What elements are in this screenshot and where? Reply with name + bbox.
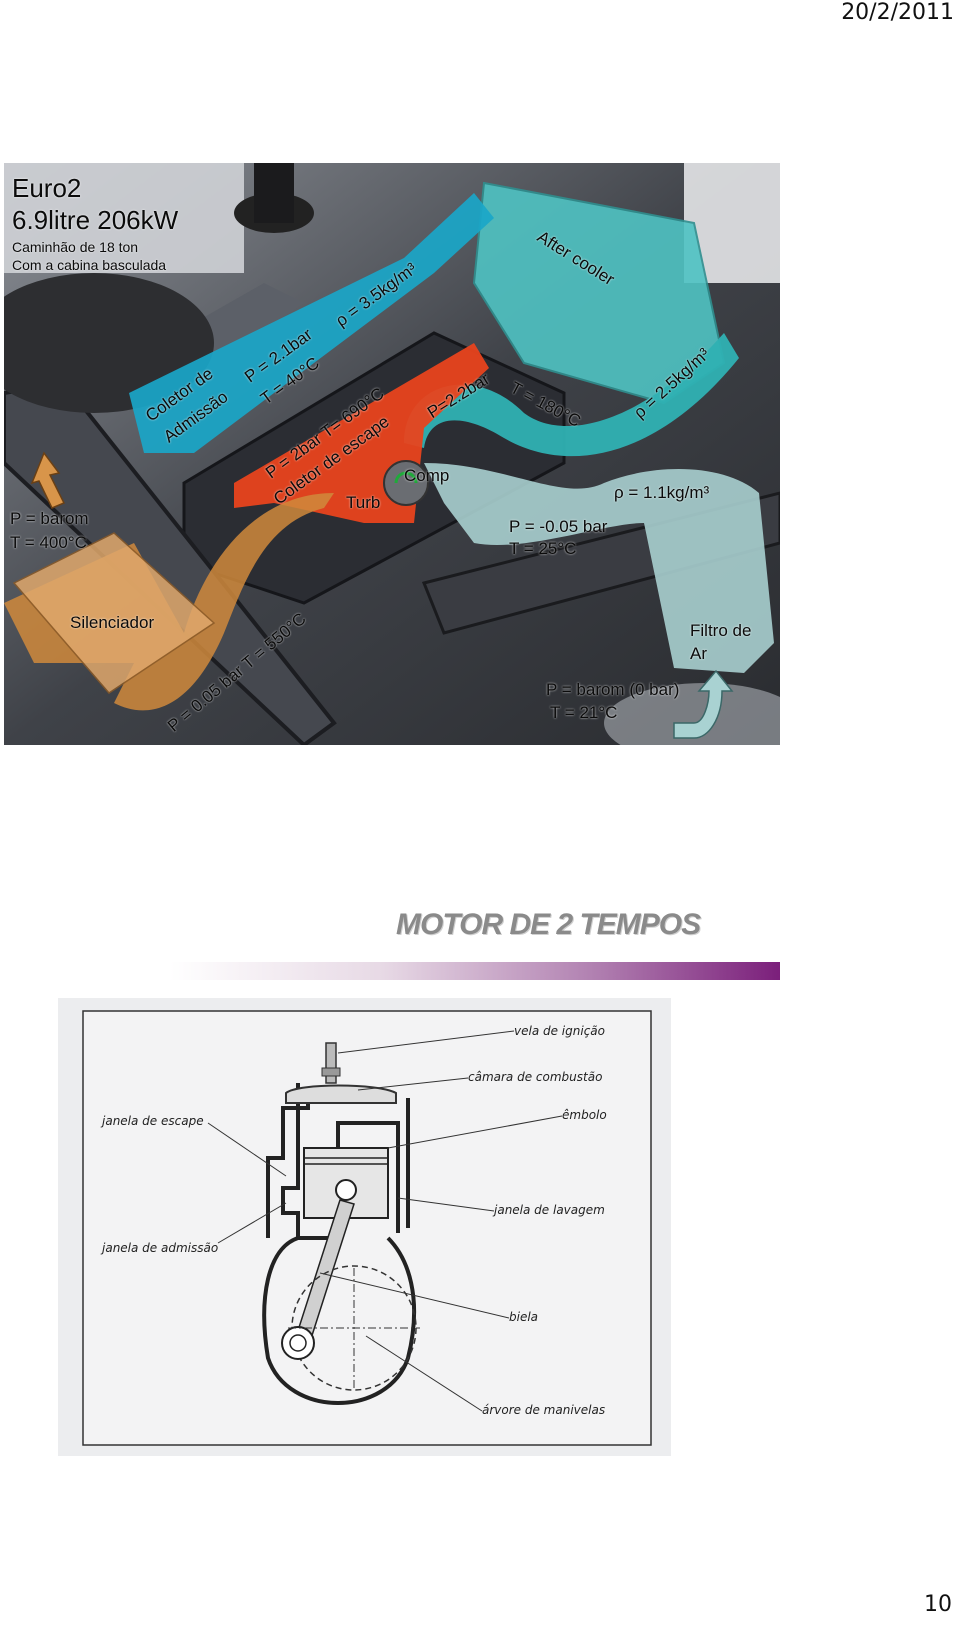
- title-underline-bar: [170, 962, 780, 980]
- air-temperature: T = 25°C: [509, 539, 577, 558]
- outlet-temperature: T = 400°C: [10, 533, 87, 552]
- label-piston: êmbolo: [562, 1108, 607, 1122]
- slide-date: 20/2/2011: [841, 0, 954, 25]
- turbine-label: Turb: [346, 493, 381, 512]
- inlet-temperature: T = 21°C: [550, 703, 618, 722]
- air-density: ρ = 1.1kg/m³: [614, 483, 710, 502]
- label-exhaust-port: janela de escape: [102, 1114, 204, 1128]
- label-intake-port: janela de admissão: [102, 1241, 219, 1255]
- label-connecting-rod: biela: [509, 1310, 539, 1324]
- two-stroke-diagram: vela de ignição câmara de combustão êmbo…: [58, 998, 671, 1456]
- label-scavenge-port: janela de lavagem: [494, 1203, 605, 1217]
- air-filter-label-line2: Ar: [690, 644, 707, 663]
- compressor-label: Comp: [404, 466, 450, 485]
- engine-photo-slide: Euro2 6.9litre 206kW Caminhão de 18 ton …: [4, 163, 780, 745]
- air-filter-label-line1: Filtro de: [690, 621, 752, 640]
- engine-subtitle-line2: Com a cabina basculada: [12, 257, 167, 273]
- engine-title-line2: 6.9litre 206kW: [12, 205, 179, 235]
- label-combustion-chamber: câmara de combustão: [468, 1070, 603, 1084]
- engine-title-line1: Euro2: [12, 173, 82, 203]
- two-stroke-drawing: [82, 1010, 652, 1446]
- page-number: 10: [924, 1592, 952, 1617]
- label-spark-plug: vela de ignição: [514, 1024, 605, 1038]
- air-pressure: P = -0.05 bar: [509, 517, 608, 536]
- inlet-pressure: P = barom (0 bar): [546, 680, 680, 699]
- outlet-pressure: P = barom: [10, 509, 89, 528]
- engine-subtitle-line1: Caminhão de 18 ton: [12, 239, 139, 255]
- silencer-label: Silenciador: [70, 613, 155, 632]
- two-stroke-title: MOTOR DE 2 TEMPOS: [396, 908, 701, 941]
- label-crankshaft: árvore de manivelas: [482, 1403, 606, 1417]
- engine-illustration: [4, 163, 780, 745]
